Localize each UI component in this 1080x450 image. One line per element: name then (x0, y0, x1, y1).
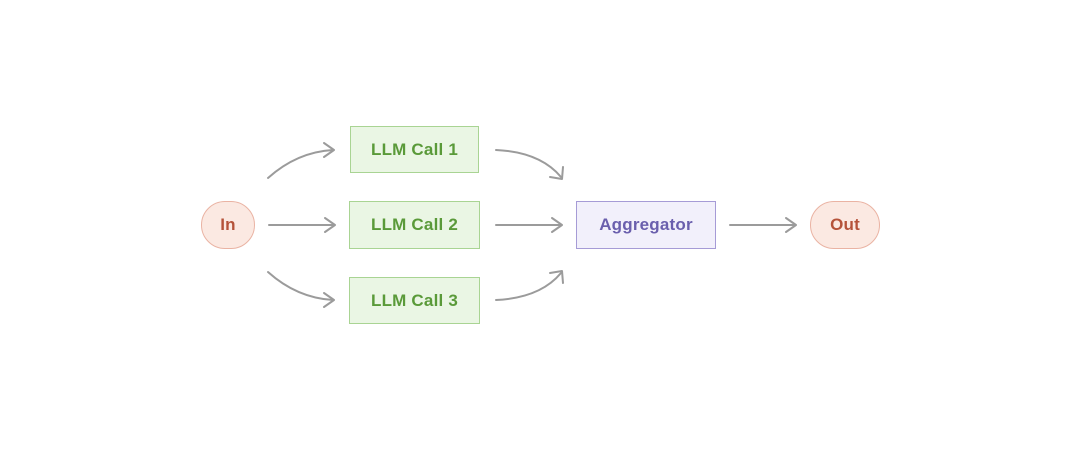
llm-call-1-node: LLM Call 1 (350, 126, 479, 173)
llm-call-3-label: LLM Call 3 (370, 290, 458, 310)
input-node-label: In (220, 215, 236, 234)
input-node: In (201, 201, 255, 249)
llm-call-3-node: LLM Call 3 (349, 277, 480, 324)
arrowhead-in-to-llm-call-3 (323, 292, 335, 308)
llm-call-2-node: LLM Call 2 (349, 201, 480, 249)
arrowhead-llm-call-3-to-aggregator (549, 270, 564, 284)
aggregator-node: Aggregator (576, 201, 716, 249)
output-node: Out (810, 201, 880, 249)
arrow-llm-call-1-to-aggregator (495, 149, 562, 178)
arrowhead-aggregator-to-out (785, 217, 797, 233)
output-node-label: Out (830, 215, 860, 234)
arrow-in-to-llm-call-3 (267, 271, 334, 301)
arrowhead-llm-call-1-to-aggregator (549, 166, 564, 180)
arrow-llm-call-3-to-aggregator (495, 272, 562, 301)
arrowhead-in-to-llm-call-2 (324, 217, 336, 233)
arrowhead-llm-call-2-to-aggregator (551, 217, 563, 233)
arrowhead-in-to-llm-call-1 (323, 142, 335, 158)
aggregator-label: Aggregator (599, 215, 693, 234)
arrow-in-to-llm-call-1 (267, 149, 334, 179)
llm-call-2-label: LLM Call 2 (370, 215, 458, 234)
llm-call-1-label: LLM Call 1 (370, 139, 458, 159)
